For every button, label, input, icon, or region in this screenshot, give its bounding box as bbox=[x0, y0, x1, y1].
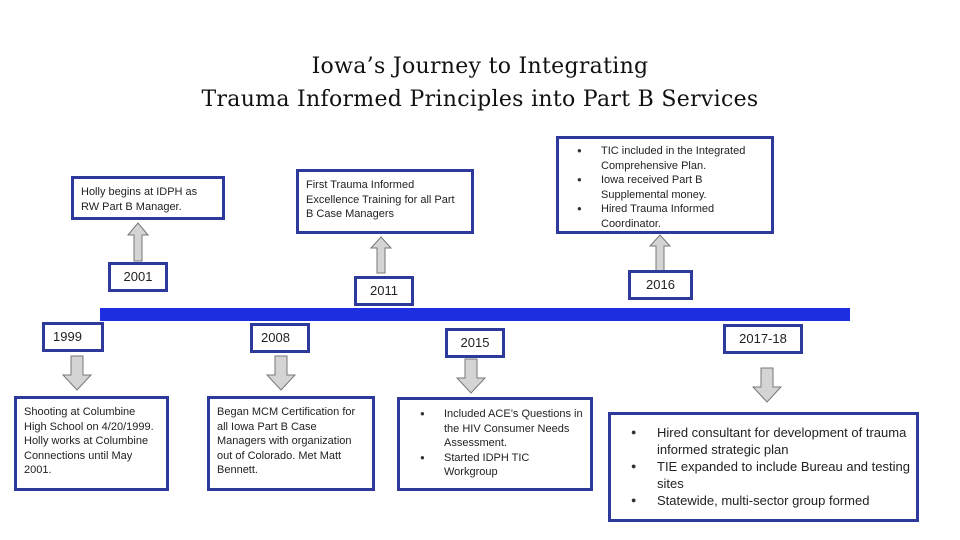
event-box-2011: First Trauma Informed Excellence Trainin… bbox=[296, 169, 474, 234]
down-arrow-2017 bbox=[752, 367, 782, 403]
list-item: Statewide, multi-sector group formed bbox=[631, 492, 910, 509]
list-item: TIE expanded to include Bureau and testi… bbox=[631, 458, 910, 492]
year-2008: 2008 bbox=[250, 323, 310, 353]
up-arrow-2016 bbox=[649, 234, 671, 272]
year-2016: 2016 bbox=[628, 270, 693, 300]
list-item: Hired Trauma Informed Coordinator. bbox=[577, 202, 767, 231]
list-item: TIC included in the Integrated Comprehen… bbox=[577, 144, 767, 173]
event-box-2016: TIC included in the Integrated Comprehen… bbox=[556, 136, 774, 234]
up-arrow-2011 bbox=[370, 236, 392, 274]
down-arrow-1999 bbox=[62, 355, 92, 391]
event-box-2001: Holly begins at IDPH as RW Part B Manage… bbox=[71, 176, 225, 220]
event-box-1999: Shooting at Columbine High School on 4/2… bbox=[14, 396, 169, 491]
list-item: Iowa received Part B Supplemental money. bbox=[577, 173, 767, 202]
up-arrow-2001 bbox=[127, 222, 149, 262]
timeline-bar bbox=[100, 308, 850, 321]
year-2011: 2011 bbox=[354, 276, 414, 306]
year-2001: 2001 bbox=[108, 262, 168, 292]
event-box-2015: Included ACE’s Questions in the HIV Cons… bbox=[397, 397, 593, 491]
list-item: Included ACE’s Questions in the HIV Cons… bbox=[420, 407, 586, 451]
list-item: Hired consultant for development of trau… bbox=[631, 424, 910, 458]
event-box-2017-18: Hired consultant for development of trau… bbox=[608, 412, 919, 522]
event-box-2008: Began MCM Certification for all Iowa Par… bbox=[207, 396, 375, 491]
year-1999: 1999 bbox=[42, 322, 104, 352]
year-2015: 2015 bbox=[445, 328, 505, 358]
down-arrow-2015 bbox=[456, 358, 486, 394]
list-item: Started IDPH TIC Workgroup bbox=[420, 451, 586, 480]
year-2017-18: 2017-18 bbox=[723, 324, 803, 354]
title-line-1: Iowa’s Journey to Integrating bbox=[311, 54, 649, 79]
title-line-2: Trauma Informed Principles into Part B S… bbox=[201, 87, 759, 112]
down-arrow-2008 bbox=[266, 355, 296, 391]
